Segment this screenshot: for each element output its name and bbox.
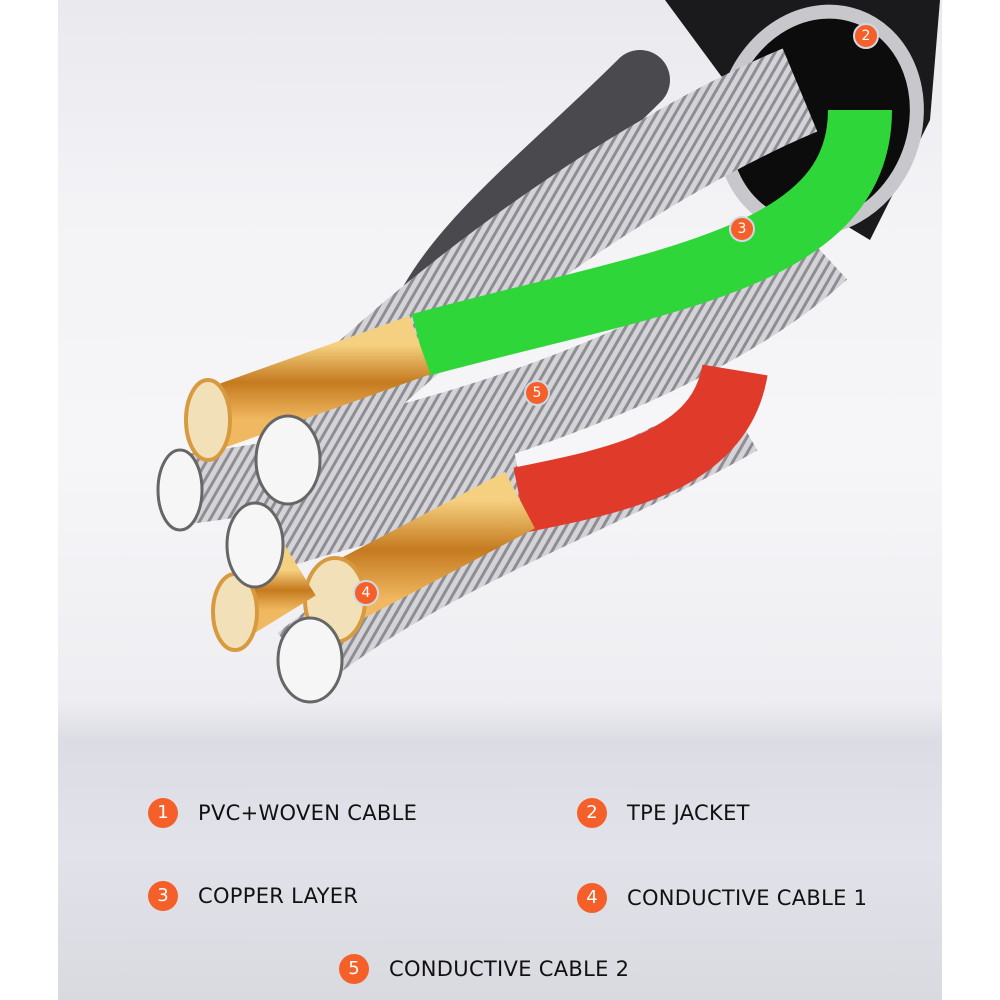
legend-item-2: 2 TPE JACKET <box>577 798 750 828</box>
marker-4: 4 <box>353 580 379 606</box>
legend-label: PVC+WOVEN CABLE <box>198 801 418 825</box>
marker-3: 3 <box>729 216 755 242</box>
number-badge: 4 <box>577 883 607 913</box>
number-badge: 1 <box>148 798 178 828</box>
number-badge: 5 <box>339 954 369 984</box>
legend-item-4: 4 CONDUCTIVE CABLE 1 <box>577 883 867 913</box>
number-badge: 2 <box>577 798 607 828</box>
cable-cross-section-illustration <box>156 0 940 704</box>
wire-strand-ends <box>156 414 344 704</box>
legend-item-1: 1 PVC+WOVEN CABLE <box>148 798 417 828</box>
legend-item-3: 3 COPPER LAYER <box>148 881 358 911</box>
marker-5: 5 <box>524 380 550 406</box>
marker-2: 2 <box>853 23 879 49</box>
green-wire <box>411 108 892 376</box>
number-badge: 3 <box>148 881 178 911</box>
legend-label: COPPER LAYER <box>198 884 359 908</box>
legend-label: TPE JACKET <box>627 801 750 825</box>
legend-item-5: 5 CONDUCTIVE CABLE 2 <box>339 954 629 984</box>
legend-label: CONDUCTIVE CABLE 1 <box>627 886 868 910</box>
legend-label: CONDUCTIVE CABLE 2 <box>389 957 630 981</box>
red-wire <box>513 362 768 533</box>
